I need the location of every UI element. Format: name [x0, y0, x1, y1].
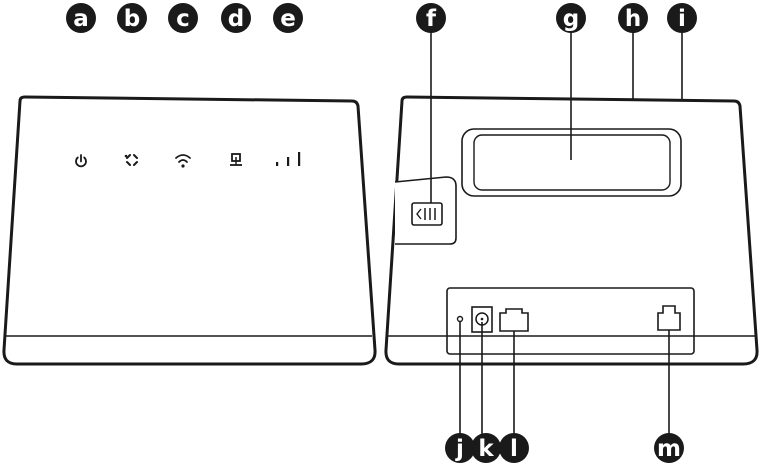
callout-c: c — [168, 3, 198, 33]
callout-letter-k: k — [478, 436, 494, 462]
callout-letter-d: d — [228, 6, 244, 32]
telephone-port — [658, 306, 680, 330]
callout-letter-e: e — [280, 6, 296, 32]
callout-d: d — [221, 3, 251, 33]
wifi-icon — [176, 155, 190, 168]
callout-letter-j: j — [455, 436, 464, 462]
port-panel — [447, 288, 694, 354]
callout-e: e — [273, 3, 303, 33]
back-view — [386, 30, 757, 440]
callout-g: g — [556, 3, 586, 33]
callout-letter-c: c — [176, 6, 190, 32]
signal-strength-icon — [276, 152, 300, 166]
lan-wan-port — [500, 309, 528, 331]
callout-k: k — [471, 433, 501, 463]
reset-hole — [458, 317, 463, 322]
sim-card-slot-cover — [395, 177, 456, 244]
callout-letter-f: f — [426, 6, 437, 32]
callout-letter-g: g — [563, 6, 579, 32]
callout-h: h — [618, 3, 648, 33]
callout-letter-m: m — [657, 436, 681, 462]
callout-f: f — [416, 3, 446, 33]
callout-m: m — [654, 433, 684, 463]
front-body-outline — [4, 97, 375, 364]
callout-letter-a: a — [73, 6, 89, 32]
callout-b: b — [117, 3, 147, 33]
network-mode-icon — [125, 155, 137, 165]
lan-icon — [230, 154, 242, 165]
callout-l: l — [499, 433, 529, 463]
callout-a: a — [66, 3, 96, 33]
front-view — [4, 97, 375, 364]
callout-j: j — [445, 433, 475, 463]
callout-i: i — [667, 3, 697, 33]
callout-letter-h: h — [625, 6, 641, 32]
callout-letter-b: b — [124, 6, 140, 32]
callout-letter-l: l — [510, 436, 518, 462]
callout-letter-i: i — [678, 6, 686, 32]
power-icon — [76, 155, 86, 166]
